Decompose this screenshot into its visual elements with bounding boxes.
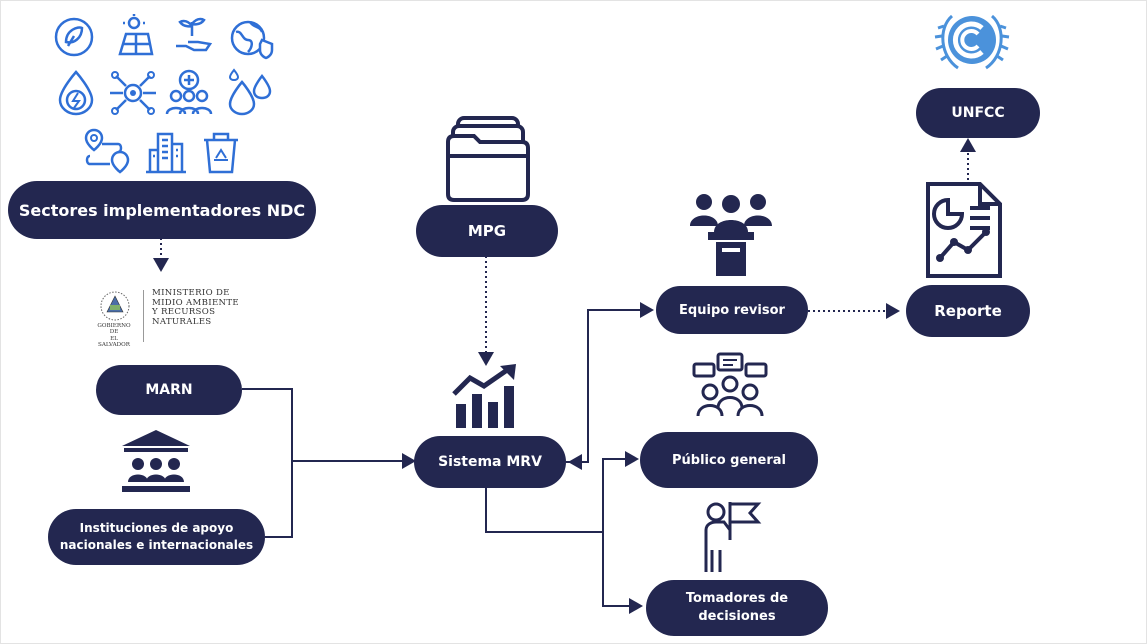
solar-panel-icon: [118, 14, 154, 56]
line-instituciones-to-mrv: [265, 461, 293, 538]
node-equipo-revisor: Equipo revisor: [656, 286, 808, 334]
node-label: decisiones: [698, 609, 776, 624]
ministry-line: NATURALES: [152, 316, 212, 327]
node-mpg: MPG: [416, 205, 558, 257]
node-instituciones: Instituciones de apoyo nacionales e inte…: [48, 509, 265, 565]
gov-label: GOBIERNO DE EL SALVADOR: [94, 323, 134, 349]
route-map-icon: [84, 128, 130, 174]
water-energy-drop-icon: [58, 70, 94, 116]
folder-documents-icon: [446, 116, 530, 202]
node-tomadores-decisiones: Tomadores de decisiones: [646, 580, 828, 636]
reviewers-podium-icon: [690, 194, 772, 276]
report-document-icon: [926, 182, 1002, 278]
institution-building-icon: [122, 430, 190, 492]
node-label: Equipo revisor: [679, 302, 785, 318]
globe-health-icon: [230, 20, 274, 60]
recycling-bin-icon: [204, 132, 238, 174]
water-drops-icon: [228, 68, 272, 116]
growth-bar-chart-icon: [452, 364, 516, 428]
node-label: UNFCC: [951, 105, 1005, 121]
node-label: nacionales e internacionales: [59, 538, 254, 552]
line-mrv-to-tomadores: [602, 532, 643, 614]
node-label: Sistema MRV: [438, 454, 542, 470]
node-label: MARN: [145, 382, 193, 398]
plant-hand-icon: [176, 17, 213, 52]
gov-line: GOBIERNO DE: [97, 323, 131, 336]
health-community-icon: [165, 69, 213, 115]
ministry-line: Y RECURSOS: [152, 307, 216, 318]
ministry-line: MIDIO AMBIENTE: [152, 297, 239, 308]
node-sectores-ndc: Sectores implementadores NDC: [8, 181, 316, 239]
node-label: Sectores implementadores NDC: [18, 200, 306, 220]
ministry-line: MINISTERIO DE: [152, 288, 230, 298]
node-label: MPG: [467, 222, 507, 240]
public-chat-group-icon: [692, 352, 768, 417]
ministry-name: MINISTERIO DE MIDIO AMBIENTE Y RECURSOS …: [152, 288, 239, 327]
logo-divider: [143, 290, 144, 342]
flag-person-icon: [704, 502, 762, 572]
line-mrv-to-equipo: [566, 302, 654, 463]
circular-network-icon: [110, 71, 156, 115]
node-label: Instituciones de apoyo: [79, 521, 234, 535]
node-marn: MARN: [96, 365, 242, 415]
node-sistema-mrv: Sistema MRV: [414, 436, 566, 488]
el-salvador-seal-icon: [100, 291, 130, 321]
city-buildings-icon: [146, 132, 186, 174]
node-unfcc: UNFCC: [916, 88, 1040, 138]
node-label: Tomadores de: [685, 591, 789, 606]
node-publico-general: Público general: [640, 432, 818, 488]
line-marn-to-mrv: [242, 388, 416, 469]
node-label: Público general: [672, 452, 786, 468]
node-reporte: Reporte: [906, 285, 1030, 337]
node-label: Reporte: [934, 302, 1002, 320]
energy-leaf-plug-icon: [54, 17, 94, 57]
gov-line: EL SALVADOR: [98, 335, 130, 349]
un-climate-emblem-icon: [934, 14, 1010, 70]
